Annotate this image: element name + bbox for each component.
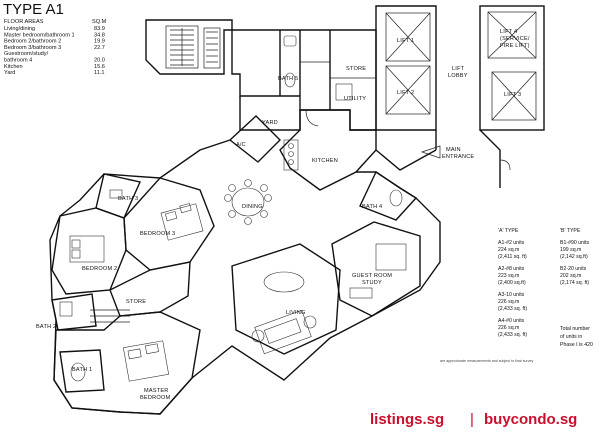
label-kitchen: KITCHEN	[312, 158, 338, 164]
stair-core	[145, 19, 233, 75]
floor-area-value: 83.9	[94, 26, 105, 32]
floor-area-label: Master bedroom/bathroom 1	[4, 32, 75, 38]
label-bath-5: BATH 5	[278, 76, 298, 82]
label-lift-4: LIFT 4	[500, 29, 517, 35]
label-ac: A/C	[236, 142, 246, 148]
floor-area-header-unit: SQ.M	[92, 19, 107, 25]
a-type-cell: A4-#0 units	[498, 318, 525, 324]
label-lift-4-sub2: FIRE LIFT)	[500, 43, 530, 49]
label-guest-room: GUEST ROOM	[352, 273, 392, 279]
lift-2-shaft	[385, 65, 431, 115]
watermark-separator: |	[470, 411, 474, 428]
label-lift-1: LIFT 1	[397, 38, 414, 44]
floor-area-header-label: FLOOR AREAS	[4, 19, 44, 25]
label-bath-1: BATH 1	[72, 367, 92, 373]
b-type-cell: B1-#90 units	[560, 240, 590, 246]
living-room	[231, 243, 341, 355]
total-line-2: of units in	[560, 334, 582, 340]
label-yard: YARD	[262, 120, 278, 126]
label-bedroom-2: BEDROOM 2	[82, 266, 117, 272]
footnote: are approximate measurements and subject…	[440, 359, 533, 363]
b-type-cell: 199 sq.m	[560, 247, 581, 253]
a-type-cell: (2,411 sq. ft)	[498, 254, 527, 260]
bedroom-2	[51, 207, 127, 331]
label-bath-4: BATH 4	[362, 204, 382, 210]
master-bedroom	[53, 311, 201, 415]
b-type-cell: (2,142 sq.ft)	[560, 254, 588, 260]
label-bath-3: BATH 3	[118, 196, 138, 202]
total-line-1: Total number	[560, 326, 590, 332]
floor-area-value: 34.8	[94, 32, 105, 38]
label-main-entrance-2: ENTRANCE	[442, 154, 474, 160]
room-labels: LIFT 1 LIFT 2 LIFT 3 LIFT 4 (SERVICE/ FI…	[36, 29, 530, 401]
floor-area-value: 22.7	[94, 45, 105, 51]
entrance-arrow-icon	[420, 145, 441, 159]
watermark-left: listings.sg	[370, 411, 444, 428]
floor-area-label: bathroom 4	[4, 58, 32, 64]
lift-3-shaft	[491, 71, 537, 121]
a-type-cell: 224 sq.m	[498, 247, 519, 253]
a-type-cell: A2-#8 units	[498, 266, 525, 272]
watermark-right: buycondo.sg	[484, 411, 577, 428]
watermark-banner: listings.sg | buycondo.sg	[360, 404, 596, 434]
label-master-bedroom: BEDROOM	[140, 395, 170, 401]
label-lift-3: LIFT 3	[504, 92, 521, 98]
label-store-top: STORE	[346, 66, 366, 72]
label-lift-2: LIFT 2	[397, 90, 414, 96]
a-type-cell: A1-#2 units	[498, 240, 525, 246]
label-study: STUDY	[362, 280, 382, 286]
b-type-cell: (2,174 sq. ft)	[560, 280, 589, 286]
label-lift-lobby-1: LIFT	[452, 66, 465, 72]
service-block	[231, 29, 377, 131]
plan-title: TYPE A1	[3, 1, 64, 18]
floor-area-value: 19.9	[94, 39, 105, 45]
label-living: LIVING	[286, 310, 306, 316]
a-type-cell: 226 sq.m	[498, 325, 519, 331]
dining-area	[224, 179, 272, 225]
label-master: MASTER	[144, 388, 169, 394]
b-type-cell: 202 sq.m	[560, 273, 581, 279]
lift-1-shaft	[385, 12, 431, 62]
label-dining: DINING	[242, 204, 263, 210]
a-type-cell: A3-10 units	[498, 292, 525, 298]
kitchen	[228, 109, 377, 191]
floor-area-label: Bedroom 3/bathroom 3	[4, 45, 61, 51]
floor-area-label: Guestroom/study/	[4, 51, 49, 57]
floor-area-label: Yard	[4, 70, 15, 76]
floor-area-value: 11.1	[94, 70, 104, 76]
total-line-3: Phase I is 420	[560, 342, 593, 348]
bedroom-3	[95, 173, 215, 271]
floor-area-value: 15.6	[94, 64, 105, 70]
a-type-cell: 223 sq.m	[498, 273, 519, 279]
label-utility: UTILITY	[344, 96, 366, 102]
lift-4-shaft	[487, 11, 537, 59]
label-lift-lobby-2: LOBBY	[448, 73, 468, 79]
label-bath-2: BATH 2	[36, 324, 56, 330]
label-main-entrance-1: MAIN	[446, 147, 461, 153]
label-store-mid: STORE	[126, 299, 146, 305]
a-type-cell: (2,433 sq. ft)	[498, 306, 527, 312]
floor-area-value: 20.0	[94, 58, 105, 64]
floor-area-table: FLOOR AREAS SQ.M Living/dining 83.9Master…	[4, 19, 107, 76]
floor-area-label: Kitchen	[4, 64, 23, 70]
a-type-cell: 226 sq.m	[498, 299, 519, 305]
label-bedroom-3: BEDROOM 3	[140, 231, 175, 237]
floor-area-label: Bedroom 2/bathroom 2	[4, 39, 61, 45]
a-type-cell: (2,433 sq. ft)	[498, 332, 527, 338]
b-type-heading: 'B' TYPE	[560, 228, 581, 234]
a-type-heading: 'A' TYPE	[498, 228, 519, 234]
b-type-cell: B2-20 units	[560, 266, 587, 272]
guest-room-study	[331, 170, 421, 317]
a-type-cell: (2,400 sq.ft)	[498, 280, 526, 286]
label-lift-4-sub1: (SERVICE/	[500, 36, 530, 42]
floor-area-label: Living/dining	[4, 26, 35, 32]
